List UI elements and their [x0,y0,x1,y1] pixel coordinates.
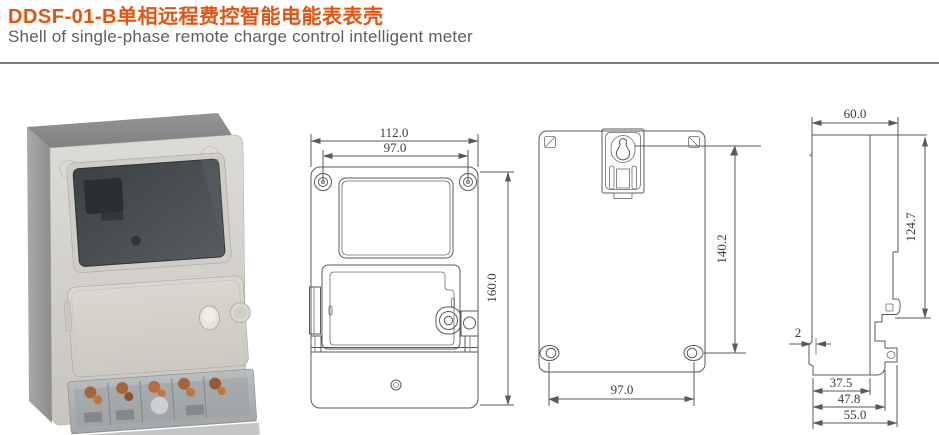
drawing-side-view: 60.0 124.7 2 37.5 47.8 55.0 [789,106,931,429]
dim-side-w2: 47.8 [838,391,861,406]
shell-base [69,422,260,435]
copper-terminals [84,377,226,405]
page-subtitle: Shell of single-phase remote charge cont… [8,27,473,46]
display-window [66,152,232,274]
dim-front-height: 160.0 [484,273,499,302]
drawing-front-view: 112.0 97.0 160.0 [309,125,514,409]
divider-rule [0,62,939,64]
front-dimensions: 112.0 97.0 160.0 [310,125,514,406]
dim-front-hole-spacing: 97.0 [384,140,407,155]
product-photo [27,113,260,435]
side-dimensions: 60.0 124.7 2 37.5 47.8 55.0 [789,106,931,429]
back-body [538,128,706,373]
dim-side-w1: 37.5 [830,375,853,390]
keyhole-slot [615,138,631,161]
dim-side-thickness: 2 [795,325,802,340]
terminal-cover [67,368,257,435]
dim-front-overall-width: 112.0 [380,125,409,140]
shell-front-details [59,145,260,435]
meter-door [63,275,251,378]
side-profile [808,134,927,376]
page-title: DDSF-01-B单相远程费控智能电能表表壳 [8,6,384,28]
front-body [309,166,479,409]
drawing-back-view: 140.2 97.0 [538,128,761,406]
dim-side-height: 124.7 [903,212,918,242]
dim-back-height: 140.2 [714,234,729,263]
dim-side-depth: 60.0 [844,106,867,121]
dim-back-hole-spacing: 97.0 [611,382,634,397]
hanger-bracket [601,128,645,199]
dim-side-w3: 55.0 [844,407,867,422]
back-dimensions: 140.2 97.0 [548,145,761,406]
